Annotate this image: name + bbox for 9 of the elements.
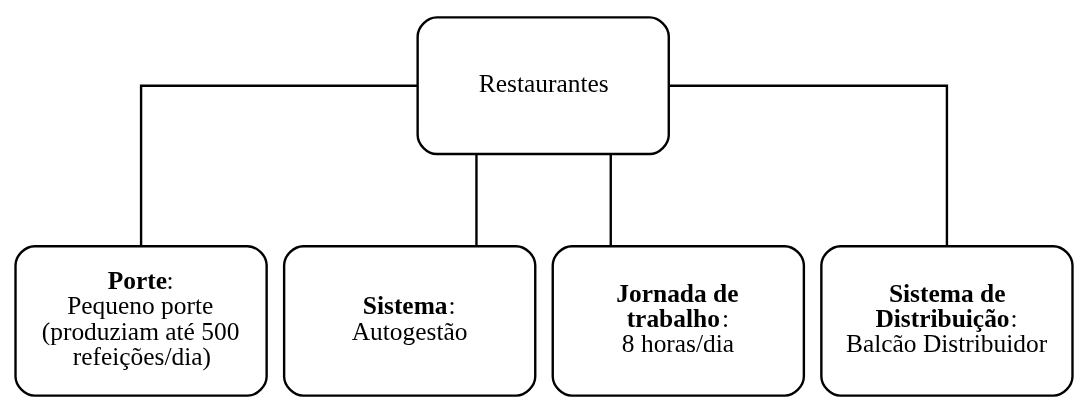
- node-box: Sistema: Autogestão: [282, 244, 537, 397]
- connector: [669, 84, 949, 246]
- node-box: Restaurantes: [416, 15, 670, 155]
- connector: [475, 153, 478, 246]
- connector: [139, 84, 418, 246]
- node-box: Sistema de Distribuição: Balcão Distribuidor: [820, 244, 1074, 397]
- connector: [609, 153, 612, 246]
- node-box: Porte: Pequeno porte (produziam até 500 refeições/dia): [14, 244, 268, 397]
- node-box: Jornada de trabalho: 8 horas/dia: [551, 244, 806, 397]
